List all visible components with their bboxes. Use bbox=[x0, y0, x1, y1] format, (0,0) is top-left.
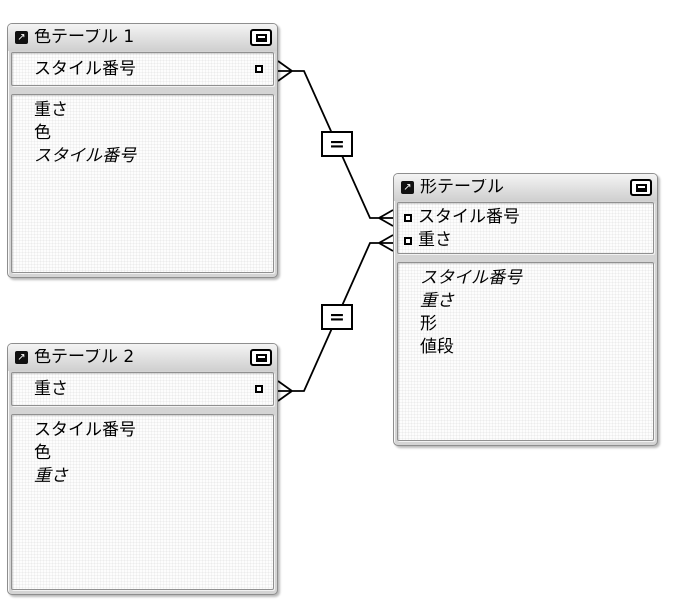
table-header[interactable]: ↗ 形テーブル bbox=[394, 174, 657, 201]
field-row[interactable]: スタイル番号 bbox=[12, 419, 273, 442]
field-name: 重さ bbox=[418, 230, 452, 250]
table-header[interactable]: ↗ 色テーブル 2 bbox=[8, 344, 277, 371]
field-row[interactable]: 色 bbox=[12, 442, 273, 465]
field-name: スタイル番号 bbox=[418, 207, 520, 227]
collapse-button[interactable] bbox=[630, 179, 652, 196]
fields-panel: 重さ 色 スタイル番号 bbox=[11, 94, 274, 273]
fields-panel: スタイル番号 色 重さ bbox=[11, 414, 274, 590]
field-name: スタイル番号 bbox=[34, 59, 136, 79]
key-marker-icon bbox=[404, 213, 412, 222]
field-row[interactable]: 重さ bbox=[12, 99, 273, 122]
field-row[interactable]: 重さ bbox=[12, 465, 273, 488]
key-fields-panel: スタイル番号 bbox=[11, 52, 274, 86]
fields-panel: スタイル番号 重さ 形 値段 bbox=[397, 262, 654, 441]
field-row[interactable]: スタイル番号 bbox=[12, 145, 273, 168]
jump-arrow-icon[interactable]: ↗ bbox=[15, 31, 28, 44]
key-field-row[interactable]: 重さ bbox=[398, 229, 653, 252]
field-name: 色 bbox=[34, 443, 51, 463]
table-header[interactable]: ↗ 色テーブル 1 bbox=[8, 24, 277, 51]
table-title: 色テーブル 2 bbox=[34, 349, 135, 366]
key-field-row[interactable]: スタイル番号 bbox=[398, 206, 653, 229]
field-row[interactable]: 重さ bbox=[398, 290, 653, 313]
field-name: 重さ bbox=[34, 100, 68, 120]
field-name: 値段 bbox=[420, 337, 454, 357]
key-fields-panel: 重さ bbox=[11, 372, 274, 406]
field-name: 重さ bbox=[34, 379, 68, 399]
table-title: 形テーブル bbox=[420, 179, 504, 196]
field-row[interactable]: 形 bbox=[398, 313, 653, 336]
key-marker-icon bbox=[255, 385, 263, 393]
field-name: 形 bbox=[420, 314, 437, 334]
field-name: 色 bbox=[34, 123, 51, 143]
collapse-icon bbox=[255, 33, 267, 42]
collapse-icon bbox=[255, 353, 267, 362]
table-box-color-1[interactable]: ↗ 色テーブル 1 スタイル番号 重さ 色 スタイル番号 bbox=[7, 23, 278, 278]
field-name: 重さ bbox=[34, 466, 68, 486]
collapse-icon bbox=[635, 183, 647, 192]
field-row[interactable]: 値段 bbox=[398, 336, 653, 359]
relationship-operator-2[interactable]: = bbox=[321, 304, 353, 330]
field-name: スタイル番号 bbox=[34, 146, 136, 166]
key-marker-icon bbox=[404, 236, 412, 245]
key-marker-icon bbox=[255, 65, 263, 73]
field-name: 重さ bbox=[420, 291, 454, 311]
table-box-shape[interactable]: ↗ 形テーブル スタイル番号 重さ スタイル番号 重さ 形 値段 bbox=[393, 173, 658, 446]
collapse-button[interactable] bbox=[250, 29, 272, 46]
relationship-operator-1[interactable]: = bbox=[321, 131, 353, 157]
table-box-color-2[interactable]: ↗ 色テーブル 2 重さ スタイル番号 色 重さ bbox=[7, 343, 278, 595]
jump-arrow-icon[interactable]: ↗ bbox=[401, 181, 414, 194]
field-name: スタイル番号 bbox=[420, 268, 522, 288]
key-field-row[interactable]: スタイル番号 bbox=[12, 53, 273, 85]
table-title: 色テーブル 1 bbox=[34, 29, 135, 46]
key-field-row[interactable]: 重さ bbox=[12, 373, 273, 405]
jump-arrow-icon[interactable]: ↗ bbox=[15, 351, 28, 364]
key-fields-panel: スタイル番号 重さ bbox=[397, 202, 654, 254]
field-row[interactable]: スタイル番号 bbox=[398, 267, 653, 290]
collapse-button[interactable] bbox=[250, 349, 272, 366]
field-name: スタイル番号 bbox=[34, 420, 136, 440]
field-row[interactable]: 色 bbox=[12, 122, 273, 145]
